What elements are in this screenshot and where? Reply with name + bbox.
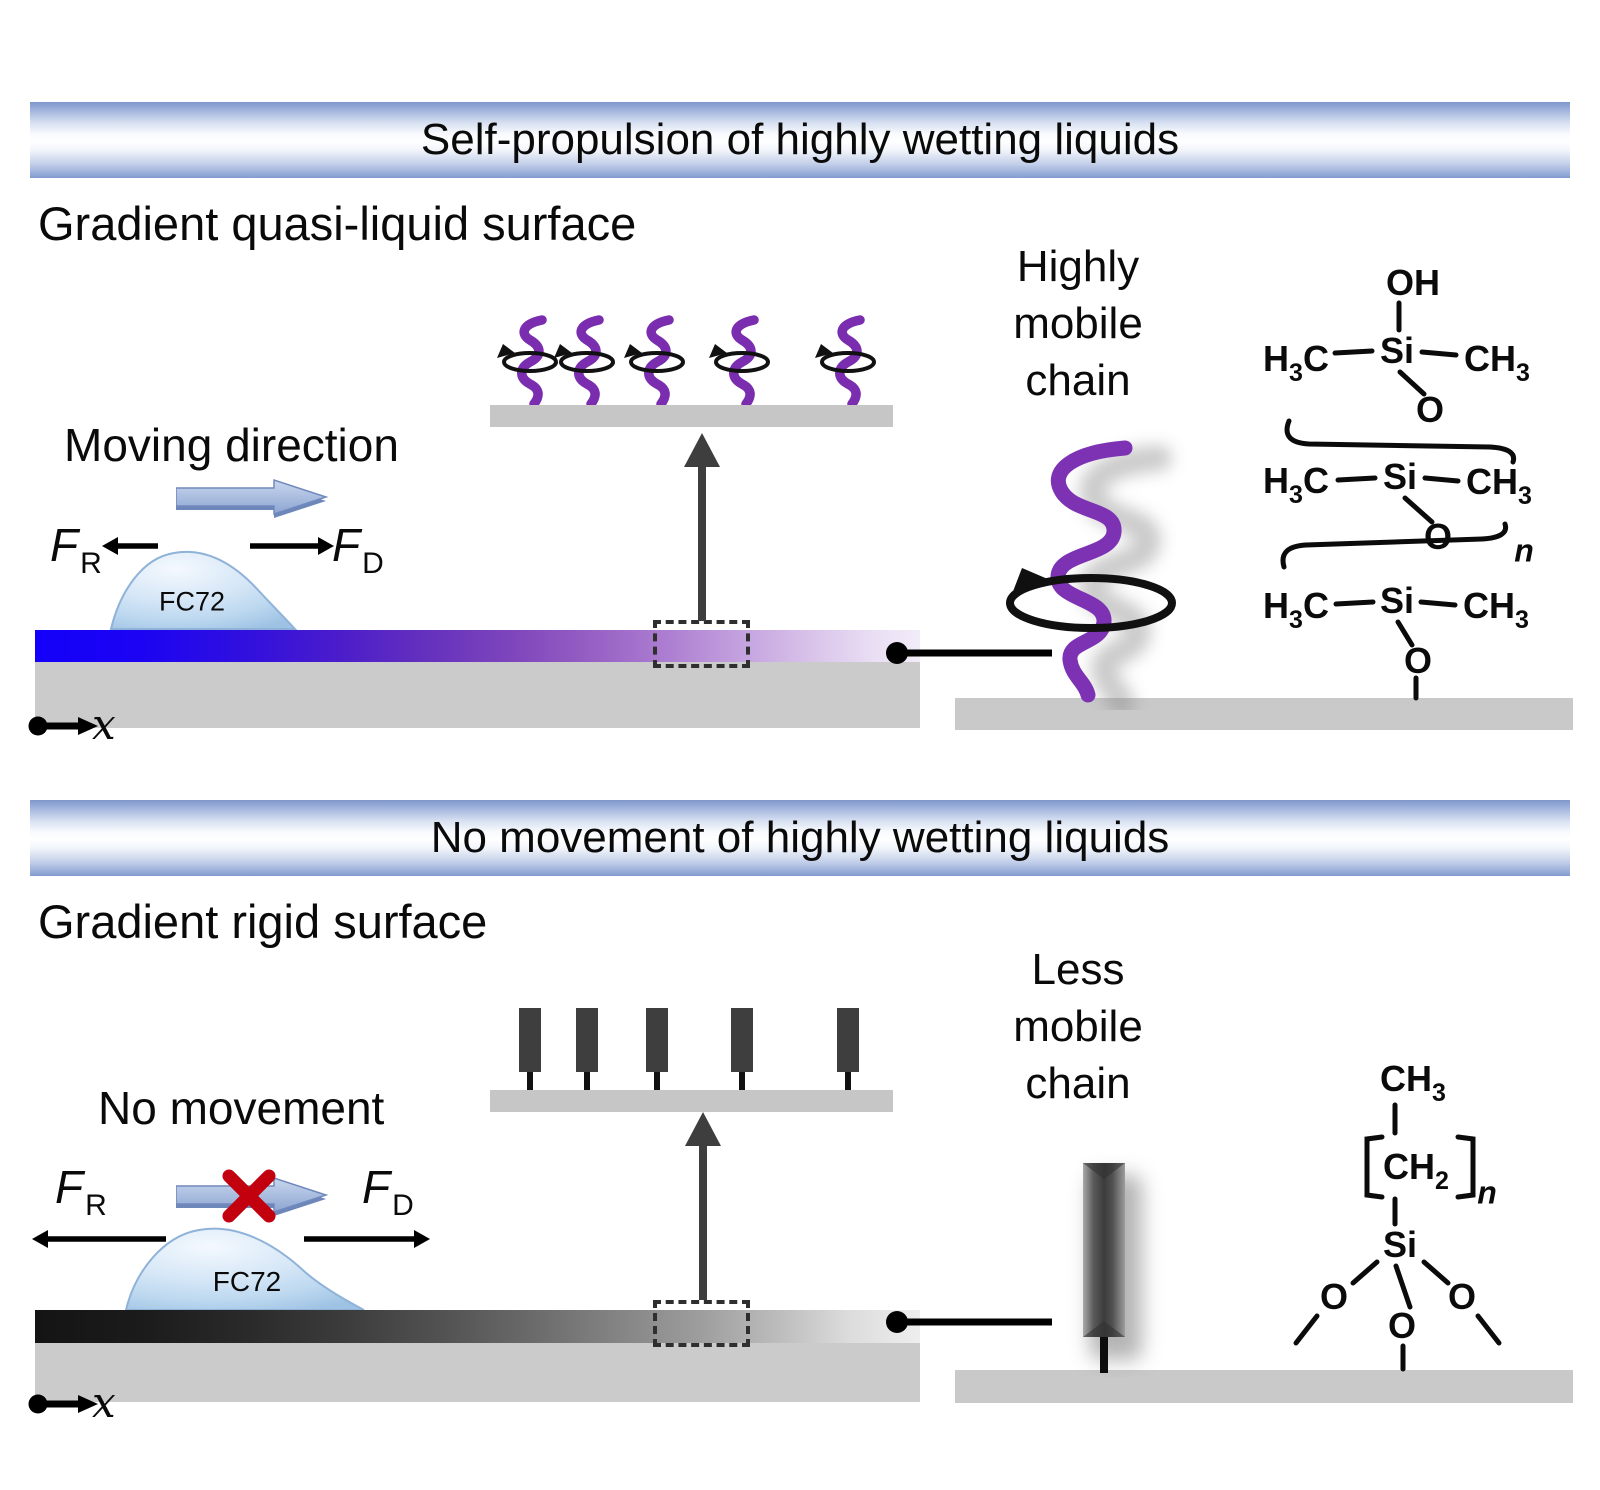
moving-direction-arrow-icon bbox=[176, 478, 329, 518]
mobile-chain-icon bbox=[497, 320, 558, 404]
atom-ch2: CH2 bbox=[1383, 1146, 1449, 1195]
inset-surface-bar-bottom bbox=[490, 1090, 893, 1112]
mobile-chain-icon bbox=[624, 320, 685, 404]
atom-o: O bbox=[1423, 516, 1453, 557]
x-axis-arrow-top bbox=[28, 716, 98, 736]
atom-o: O bbox=[1319, 1276, 1349, 1317]
bottom-heading: Gradient rigid surface bbox=[38, 895, 488, 948]
atom-o: O bbox=[1387, 1305, 1417, 1346]
droplet-bottom bbox=[124, 1227, 365, 1311]
bottom-banner-title: No movement of highly wetting liquids bbox=[430, 813, 1170, 862]
substrate-bottom bbox=[35, 1343, 920, 1402]
atom-h3c: H3C bbox=[1263, 585, 1329, 634]
square-bracket-right bbox=[1455, 1134, 1476, 1200]
force-arrow-right-top bbox=[250, 537, 334, 555]
square-bracket-left bbox=[1364, 1134, 1385, 1200]
atom-ch3: CH3 bbox=[1380, 1058, 1446, 1107]
pointer-line-top bbox=[886, 642, 1052, 664]
alkylsilane-structure-bonds bbox=[1293, 1102, 1502, 1372]
zoom-arrow-bottom bbox=[685, 1112, 721, 1300]
rotation-arrowhead-icon bbox=[1012, 568, 1050, 594]
rigid-chains-inset bbox=[519, 1008, 859, 1092]
atom-si: Si bbox=[1379, 580, 1415, 621]
zoom-arrow-top bbox=[684, 433, 720, 621]
red-cross-icon bbox=[222, 1169, 276, 1223]
x-axis-arrow-bottom bbox=[28, 1394, 98, 1414]
mobile-chains-inset bbox=[497, 312, 876, 408]
gradient-rigid-strip bbox=[35, 1310, 920, 1343]
helix-chain-detail bbox=[1006, 440, 1176, 710]
rigid-rod-icon bbox=[519, 1008, 859, 1092]
surface-right-bottom bbox=[955, 1370, 1573, 1403]
droplet-label-top: FC72 bbox=[158, 586, 226, 617]
repeat-bracket-upper bbox=[1284, 418, 1517, 465]
gradient-quasi-liquid-strip bbox=[35, 630, 920, 662]
atom-si: Si bbox=[1379, 330, 1415, 371]
zoom-region-box-bottom bbox=[653, 1300, 750, 1347]
force-arrow-left-bottom bbox=[32, 1230, 166, 1248]
atom-ch3: CH3 bbox=[1466, 461, 1532, 510]
rigid-rod-icon bbox=[1083, 1163, 1125, 1337]
top-heading: Gradient quasi-liquid surface bbox=[38, 197, 637, 250]
force-label-fd-top: FD bbox=[332, 519, 384, 580]
force-arrow-right-bottom bbox=[304, 1230, 430, 1248]
atom-h3c: H3C bbox=[1263, 338, 1329, 387]
pdms-structure-bonds bbox=[1280, 300, 1517, 701]
atom-h3c: H3C bbox=[1263, 460, 1329, 509]
top-banner: Self-propulsion of highly wetting liquid… bbox=[30, 102, 1570, 178]
droplet-label-bottom: FC72 bbox=[212, 1266, 282, 1297]
substrate-top bbox=[35, 662, 920, 728]
force-label-fd-bottom: FD bbox=[362, 1161, 414, 1222]
rigid-rod-detail bbox=[1083, 1163, 1142, 1373]
atom-ch3: CH3 bbox=[1464, 338, 1530, 387]
atom-o: O bbox=[1447, 1276, 1477, 1317]
atom-si: Si bbox=[1382, 1224, 1418, 1265]
repeat-count-n: n bbox=[1514, 532, 1534, 569]
force-arrow-left-top bbox=[102, 537, 158, 555]
helix-chain-icon bbox=[1050, 440, 1133, 703]
chain-caption-bottom: Less mobile chain bbox=[1013, 945, 1143, 1108]
force-label-fr-top: FR bbox=[50, 519, 102, 580]
droplet-top bbox=[109, 550, 298, 630]
rod-stem bbox=[1100, 1337, 1108, 1373]
atom-o: O bbox=[1415, 389, 1445, 430]
mobile-chain-icon bbox=[554, 320, 615, 404]
bottom-banner: No movement of highly wetting liquids bbox=[30, 800, 1570, 876]
rotation-ellipse-icon bbox=[1006, 574, 1176, 632]
x-axis-label-top: x bbox=[92, 700, 116, 749]
atom-o: O bbox=[1403, 640, 1433, 681]
moving-direction-label: Moving direction bbox=[64, 419, 399, 471]
no-movement-label: No movement bbox=[98, 1082, 385, 1134]
force-label-fr-bottom: FR bbox=[55, 1161, 107, 1222]
surface-right-top bbox=[955, 698, 1573, 730]
inset-surface-bar-top bbox=[490, 405, 893, 427]
mobile-chain-icon bbox=[815, 320, 876, 404]
chain-caption-top: Highly mobile chain bbox=[1013, 242, 1143, 405]
atom-ch3: CH3 bbox=[1463, 585, 1529, 634]
mobile-chain-icon bbox=[709, 320, 770, 404]
zoom-region-box-top bbox=[653, 620, 750, 668]
repeat-bracket-lower bbox=[1280, 521, 1509, 570]
top-banner-title: Self-propulsion of highly wetting liquid… bbox=[420, 115, 1180, 164]
x-axis-label-bottom: x bbox=[92, 1378, 116, 1427]
atom-si: Si bbox=[1382, 456, 1418, 497]
pointer-line-bottom bbox=[886, 1311, 1052, 1333]
atom-oh: OH bbox=[1386, 262, 1440, 303]
repeat-count-n: n bbox=[1477, 1174, 1497, 1211]
